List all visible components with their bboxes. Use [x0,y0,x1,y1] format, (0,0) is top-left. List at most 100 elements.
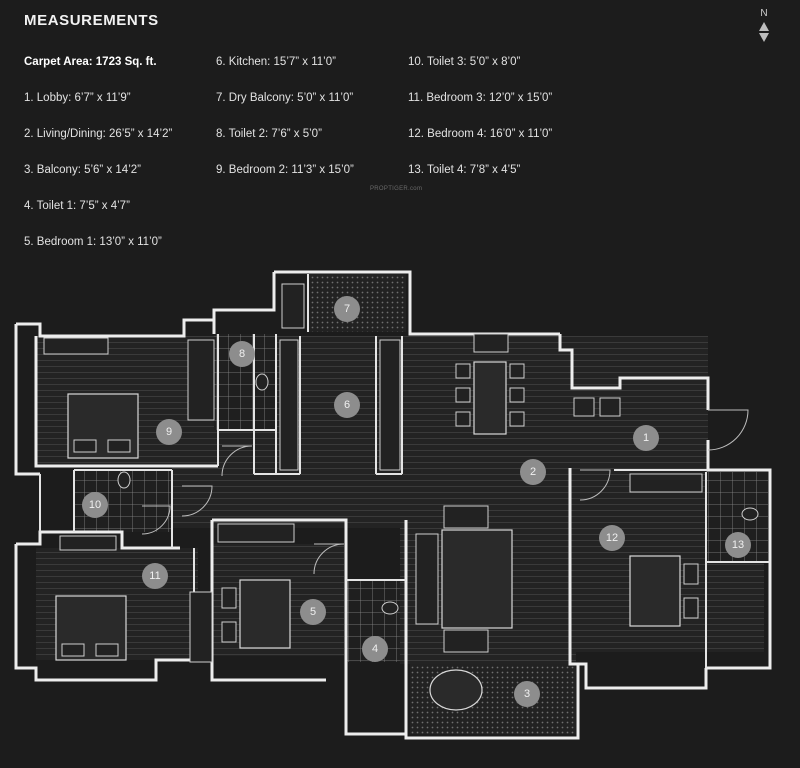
room-marker-circle [633,425,659,451]
north-compass: N [752,8,776,42]
watermark: PROPTIGER.com [370,186,423,192]
measurement-item: 4. Toilet 1: 7’5” x 4’7” [24,200,130,212]
room-marker-8: 8 [229,341,255,367]
measurement-item: 12. Bedroom 4: 16’0” x 11’0” [408,128,553,140]
room-marker-label: 8 [239,348,245,360]
carpet-area-label: Carpet Area: 1723 Sq. ft. [24,56,157,68]
pillow [221,587,237,609]
washing-machine [281,283,305,329]
wall [34,336,218,468]
room-marker-label: 1 [643,432,649,444]
measurement-item: 10. Toilet 3: 5’0” x 8’0” [408,56,521,68]
chair [455,387,471,403]
measurement-item: 2. Living/Dining: 26’5” x 14’2” [24,128,173,140]
door [579,469,611,501]
bed [629,555,681,627]
room-marker-label: 7 [344,303,350,315]
toilet-fixture [255,373,269,391]
sofa-seat [443,629,489,653]
sofa [415,533,439,625]
room-marker-label: 13 [732,539,744,551]
door [221,445,253,477]
balcony-seating [429,669,483,711]
room-marker-circle [362,636,388,662]
measurement-item: 8. Toilet 2: 7’6” x 5’0” [216,128,322,140]
pillow [61,643,85,657]
room-marker-label: 11 [149,570,160,582]
room-marker-9: 9 [156,419,182,445]
doors [141,409,749,575]
door [181,485,213,517]
room-marker-3: 3 [514,681,540,707]
wall [212,518,348,580]
toilet-fixture [117,471,131,489]
room-marker-circle [300,599,326,625]
room-marker-10: 10 [82,492,108,518]
wardrobe [217,523,295,543]
wall [210,520,326,682]
desk [43,337,109,355]
pillow [73,439,97,453]
room-marker-label: 10 [89,499,101,511]
south-arrow-icon [759,33,769,42]
room-marker-2: 2 [520,459,546,485]
measurement-item: 9. Bedroom 2: 11’3” x 15’0” [216,164,354,176]
room-marker-circle [514,681,540,707]
bed [239,579,291,649]
measurement-item: 11. Bedroom 3: 12’0” x 15’0” [408,92,553,104]
toilet-fixture [381,601,399,615]
toilet-fixture [741,507,759,521]
wardrobe [189,591,213,663]
room-marker-12: 12 [599,525,625,551]
wall [568,468,708,690]
dining-table [473,361,507,435]
chair [455,363,471,379]
room-marker-7: 7 [334,296,360,322]
room-marker-13: 13 [725,532,751,558]
chair [455,411,471,427]
room-marker-label: 3 [524,688,530,700]
armchair [599,397,621,417]
pillow [221,621,237,643]
room-marker-label: 6 [344,399,350,411]
furniture [43,283,759,711]
sofa-seat [443,505,489,529]
wall [212,272,276,334]
wall [344,520,408,736]
room-marker-circle [156,419,182,445]
pillow [683,597,699,619]
lobby-floor [570,380,708,470]
room-marker-circle [725,532,751,558]
room-marker-11: 11 [142,563,168,589]
room-marker-circle [520,459,546,485]
room-marker-label: 2 [530,466,536,478]
wall [558,334,710,410]
wall [14,324,40,476]
room-marker-circle [142,563,168,589]
room-marker-label: 4 [372,643,378,655]
page-title: MEASUREMENTS [24,12,159,29]
measurement-item: 6. Kitchen: 15’7” x 11’0” [216,56,336,68]
wall [706,440,772,670]
coffee-table [441,529,513,629]
room-marker-circle [599,525,625,551]
room-marker-circle [334,392,360,418]
room-marker-circle [229,341,255,367]
room-marker-6: 6 [334,392,360,418]
sideboard [473,333,509,353]
wall [14,544,212,682]
room-marker-circle [82,492,108,518]
room-marker-1: 1 [633,425,659,451]
room-marker-label: 12 [606,532,618,544]
wall [404,664,580,740]
measurement-item: 7. Dry Balcony: 5’0” x 11’0” [216,92,354,104]
room-marker-label: 5 [310,606,316,618]
chair [509,387,525,403]
kitchen-counter [279,339,299,471]
wall [16,318,216,338]
pillow [683,563,699,585]
armchair [573,397,595,417]
chair [509,411,525,427]
wardrobe [629,473,703,493]
